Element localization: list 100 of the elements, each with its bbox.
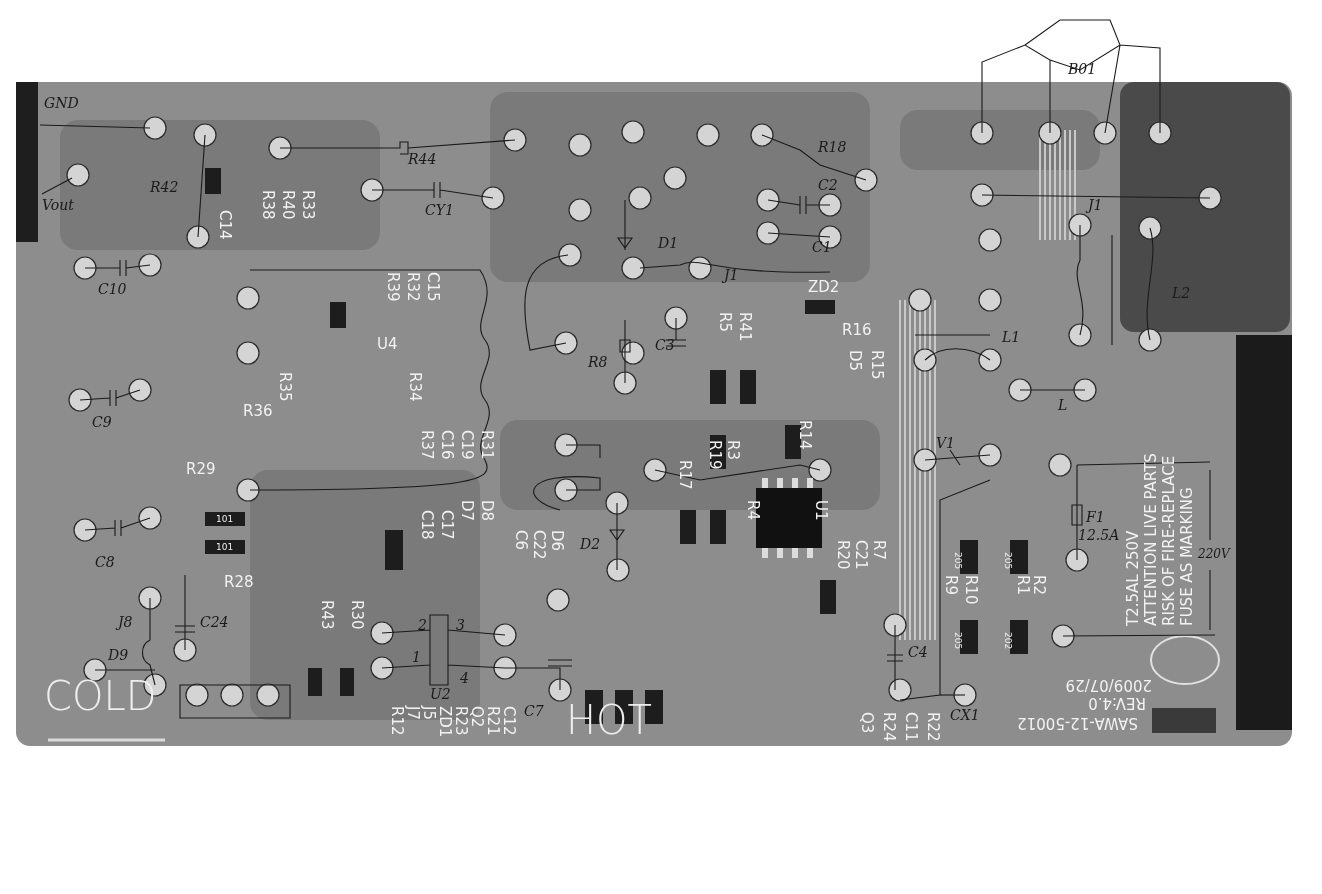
component-designator: R39: [385, 272, 400, 302]
component-designator: Q3: [859, 712, 874, 734]
component-designator: C16: [439, 430, 454, 460]
component-designator: R24: [881, 712, 896, 742]
component-designator: C11: [903, 712, 918, 742]
handwritten-label: CY1: [425, 203, 454, 217]
component-designator: C17: [439, 510, 454, 540]
handwritten-label: F1: [1086, 510, 1105, 524]
component-designator: D5: [847, 350, 862, 372]
component-designator: R12: [389, 706, 404, 736]
handwritten-label: C9: [92, 415, 112, 429]
handwritten-label: C1: [812, 240, 832, 254]
handwritten-label: D9: [108, 648, 129, 662]
component-designator: R17: [677, 460, 692, 490]
handwritten-label: R18: [818, 140, 847, 154]
component-designator: C12: [501, 706, 516, 736]
component-designator: R5: [717, 312, 732, 332]
zone-label: HOT: [566, 700, 652, 740]
resistor-code: 202: [1003, 632, 1012, 650]
resistor-code: 101: [216, 515, 234, 524]
zone-label: COLD: [44, 676, 157, 716]
component-designator: R20: [835, 540, 850, 570]
component-designator: U4: [377, 337, 398, 352]
component-designator: J5: [421, 706, 436, 720]
handwritten-label: Vout: [42, 198, 74, 212]
component-designator: R23: [453, 706, 468, 736]
resistor-code: 101: [216, 543, 234, 552]
component-designator: R38: [260, 190, 275, 220]
component-designator: R28: [224, 575, 254, 590]
warning-text: ATTENTION LIVE PARTS: [1144, 453, 1159, 626]
handwritten-label: 220V: [1198, 548, 1230, 560]
component-designator: R9: [943, 575, 958, 595]
component-designator: SAWA-12-50012: [1017, 715, 1138, 730]
component-designator: C15: [425, 272, 440, 302]
component-designator: R14: [797, 420, 812, 450]
component-designator: C19: [459, 430, 474, 460]
handwritten-label: L1: [1002, 330, 1021, 344]
handwritten-label: D2: [580, 537, 601, 551]
handwritten-label: R42: [150, 180, 179, 194]
component-designator: J7: [405, 706, 420, 720]
component-designator: 2009/07/29: [1065, 677, 1152, 692]
handwritten-label: 4: [460, 671, 469, 685]
component-designator: R15: [869, 350, 884, 380]
component-designator: R29: [186, 462, 216, 477]
handwritten-label: U2: [430, 687, 451, 701]
handwritten-label: C4: [908, 645, 928, 659]
component-designator: C22: [531, 530, 546, 560]
component-designator: R16: [842, 323, 872, 338]
component-designator: R35: [277, 372, 292, 402]
component-designator: REV:4.0: [1088, 695, 1146, 710]
warning-text: FUSE AS MARKING: [1180, 487, 1195, 626]
handwritten-label: L: [1058, 398, 1068, 412]
component-designator: R21: [485, 706, 500, 736]
component-designator: R7: [871, 540, 886, 560]
handwritten-label: C10: [98, 282, 127, 296]
component-designator: R40: [280, 190, 295, 220]
component-designator: R2: [1031, 575, 1046, 595]
component-designator: D7: [459, 500, 474, 522]
resistor-code: 205: [953, 632, 962, 650]
handwritten-label: R44: [408, 152, 437, 166]
component-designator: R3: [725, 440, 740, 460]
component-designator: U1: [813, 500, 828, 521]
component-designator: C18: [419, 510, 434, 540]
handwritten-label: V1: [936, 436, 956, 450]
component-designator: R37: [419, 430, 434, 460]
component-designator: Q2: [469, 706, 484, 728]
component-designator: ZD1: [437, 706, 452, 738]
warning-text: RISK OF FIRE-REPLACE: [1162, 455, 1177, 626]
component-designator: D6: [549, 530, 564, 552]
component-designator: R19: [707, 440, 722, 470]
handwritten-label: 3: [456, 618, 465, 632]
component-designator: R36: [243, 404, 273, 419]
component-designator: ZD2: [808, 280, 840, 295]
component-designator: R30: [349, 600, 364, 630]
handwritten-label: C8: [95, 555, 115, 569]
handwritten-label: 2: [418, 618, 427, 632]
component-designator: R43: [319, 600, 334, 630]
component-designator: R41: [737, 312, 752, 342]
component-designator: R10: [963, 575, 978, 605]
handwritten-label: 1: [412, 650, 421, 664]
handwritten-label: D1: [658, 236, 679, 250]
component-designator: R32: [405, 272, 420, 302]
handwritten-label: C3: [655, 338, 675, 352]
handwritten-label: C24: [200, 615, 229, 629]
component-designator: R33: [300, 190, 315, 220]
handwritten-label: C2: [818, 178, 838, 192]
component-designator: C6: [513, 530, 528, 551]
warning-text: T2.5AL 250V: [1126, 530, 1141, 626]
component-designator: D8: [479, 500, 494, 522]
component-designator: C21: [853, 540, 868, 570]
component-designator: R1: [1015, 575, 1030, 595]
component-designator: R4: [745, 500, 760, 520]
handwritten-label: GND: [44, 96, 79, 110]
resistor-code: 205: [1003, 552, 1012, 570]
handwritten-label: R8: [588, 355, 608, 369]
handwritten-label: 12.5A: [1078, 528, 1120, 542]
component-designator: C14: [217, 210, 232, 240]
component-designator: R34: [407, 372, 422, 402]
handwritten-label: CX1: [950, 708, 980, 722]
component-designator: R31: [479, 430, 494, 460]
